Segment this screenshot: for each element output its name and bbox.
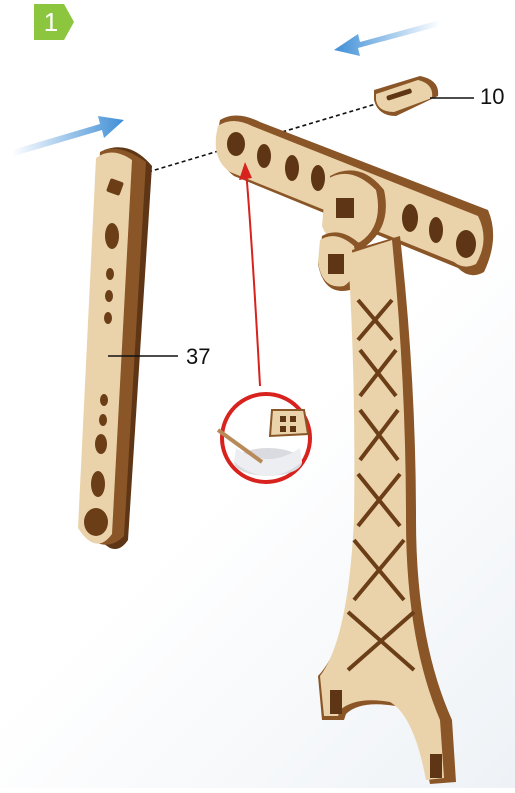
step-number: 1 (34, 4, 68, 40)
glue-arrow-icon (239, 162, 260, 386)
part-10-peg (374, 76, 438, 116)
part-37-bar (78, 147, 152, 549)
assembly-arrow-icon (334, 20, 440, 56)
glue-pot-icon (218, 394, 310, 482)
part-label-37: 37 (186, 344, 210, 370)
part-label-10: 10 (480, 84, 504, 110)
